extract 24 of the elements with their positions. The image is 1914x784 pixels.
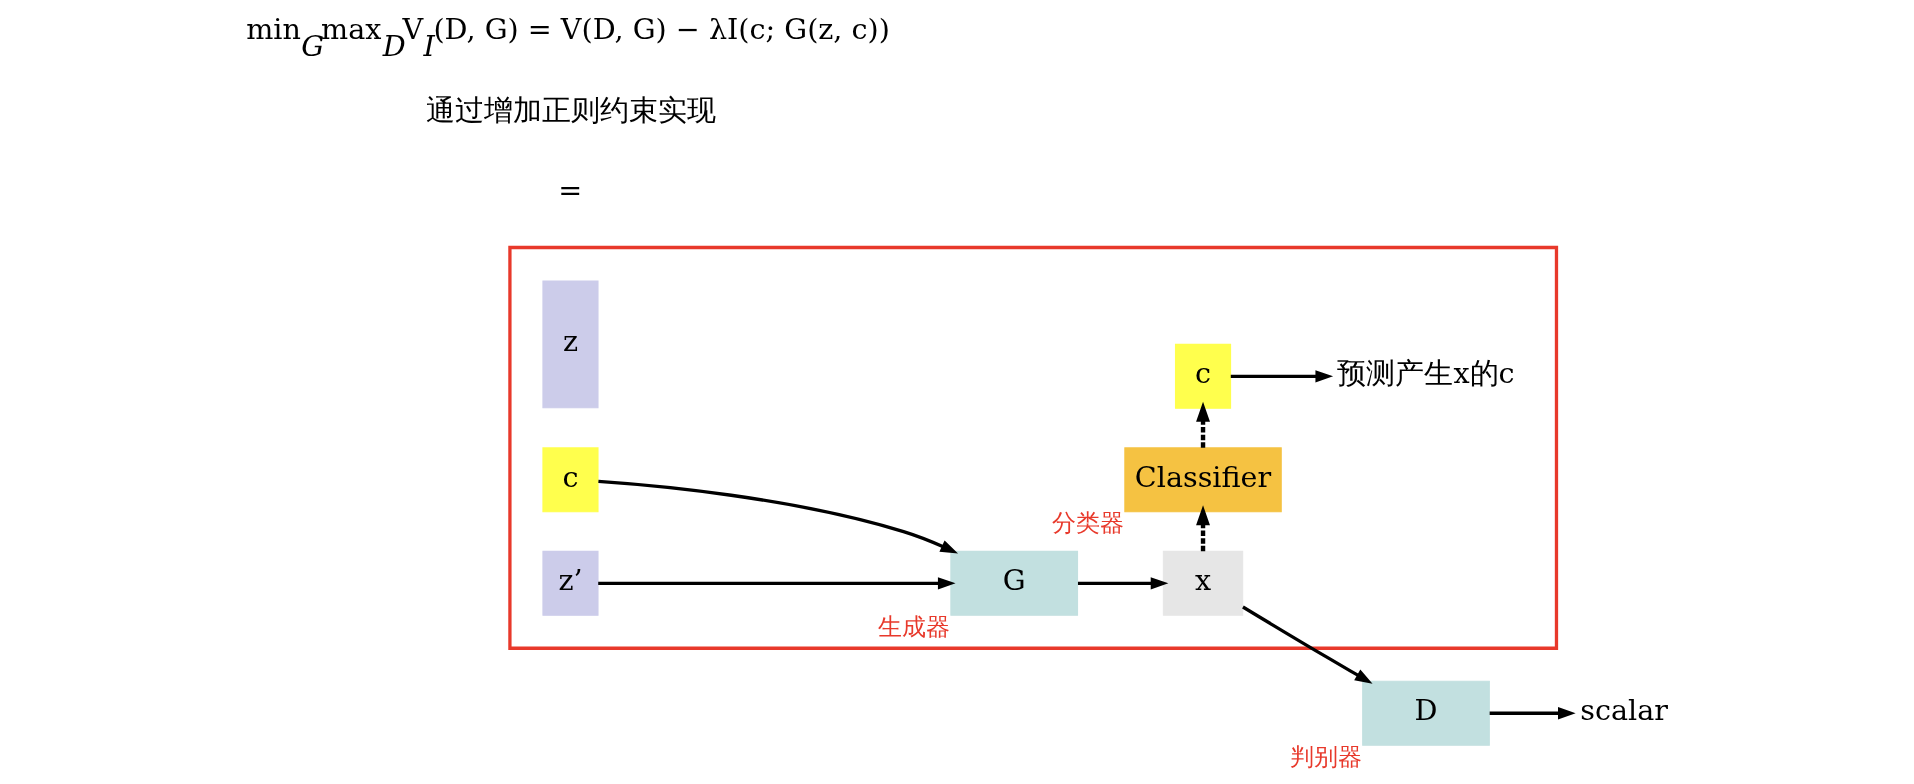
label: 通过增加正则约束实现 xyxy=(425,93,716,128)
node-box: Classifier xyxy=(1123,447,1282,513)
node-text: 预测产生x的c xyxy=(1336,356,1515,391)
node-label: 分类器 xyxy=(1051,509,1124,538)
arrow xyxy=(1077,577,1168,590)
arrow xyxy=(1230,370,1333,383)
node-label: 生成器 xyxy=(877,612,950,641)
arrow xyxy=(597,577,956,590)
node-box: c xyxy=(541,447,599,513)
node-box: z xyxy=(541,280,599,409)
arrow xyxy=(1195,401,1210,448)
node-box: c xyxy=(1174,343,1231,409)
arrow xyxy=(1489,707,1576,720)
node-text: scalar xyxy=(1579,693,1668,728)
cluster xyxy=(507,245,1558,650)
arrow xyxy=(597,479,958,554)
label: = xyxy=(557,173,582,208)
node-box: D xyxy=(1361,680,1490,746)
arrow xyxy=(1195,505,1210,552)
arrow xyxy=(1241,605,1373,684)
node-box: x xyxy=(1162,550,1243,616)
node-box: z’ xyxy=(541,550,599,616)
node-box: G xyxy=(949,550,1078,616)
node-label: 判别器 xyxy=(1289,742,1362,771)
